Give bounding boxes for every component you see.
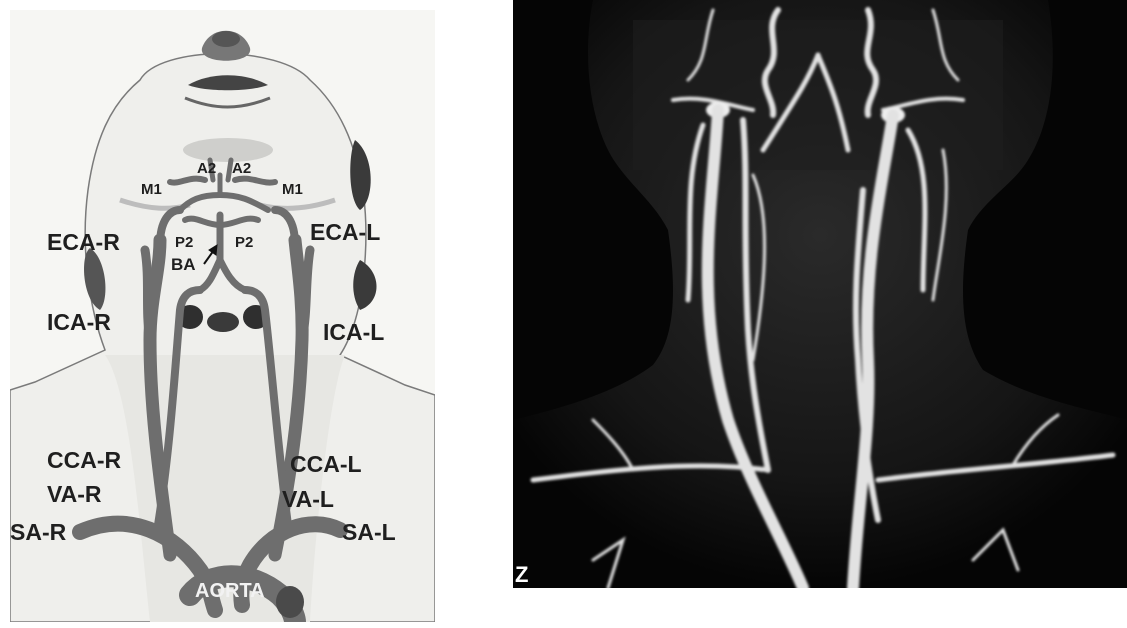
label-cca-l: CCA-L [290,451,362,477]
mra-image-panel: Z [513,0,1127,588]
mra-angiogram-image: Z [513,0,1127,588]
label-a2-right: A2 [197,160,216,177]
label-va-r: VA-R [47,481,102,507]
label-ba: BA [171,255,196,274]
label-m1-right: M1 [141,181,162,198]
label-ica-r: ICA-R [47,309,111,335]
label-eca-r: ECA-R [47,229,120,255]
label-aorta: AORTA [195,580,265,602]
label-sa-r: SA-R [10,519,67,545]
label-p2-right: P2 [175,234,193,251]
label-va-l: VA-L [282,486,334,512]
label-m1-left: M1 [282,181,303,198]
label-cca-r: CCA-R [47,447,121,473]
label-a2-left: A2 [232,160,251,177]
label-eca-l: ECA-L [310,219,380,245]
arterial-diagram: A2 A2 M1 M1 P2 P2 BA ECA-R ECA-L ICA-R I… [10,10,435,622]
label-sa-l: SA-L [342,519,396,545]
arterial-diagram-panel: A2 A2 M1 M1 P2 P2 BA ECA-R ECA-L ICA-R I… [10,10,435,622]
mra-orientation-marker: Z [515,562,528,587]
label-p2-left: P2 [235,234,253,251]
label-ica-l: ICA-L [323,319,384,345]
